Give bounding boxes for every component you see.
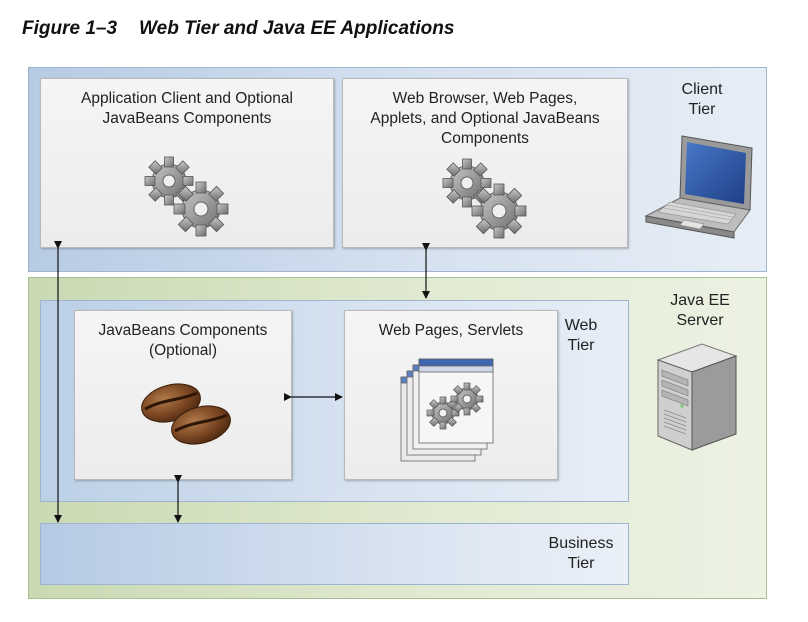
web-pages-gears-icon bbox=[400, 358, 494, 462]
gears-icon bbox=[144, 156, 229, 237]
web-pages-servlets-box: Web Pages, Servlets bbox=[344, 310, 558, 480]
server-tower-icon bbox=[656, 343, 738, 451]
coffee-beans-icon bbox=[141, 383, 231, 445]
web-browser-label: Web Browser, Web Pages, Applets, and Opt… bbox=[370, 90, 600, 147]
javabeans-components-box: JavaBeans Components (Optional) bbox=[74, 310, 292, 480]
business-tier-band bbox=[40, 523, 629, 585]
web-tier-label: Web Tier bbox=[564, 317, 598, 354]
application-client-label: Application Client and Optional JavaBean… bbox=[81, 90, 293, 127]
laptop-icon bbox=[644, 135, 753, 239]
application-client-box: Application Client and Optional JavaBean… bbox=[40, 78, 334, 248]
figure-caption: Figure 1–3 Web Tier and Java EE Applicati… bbox=[22, 18, 454, 40]
client-tier-label: Client Tier bbox=[681, 81, 723, 118]
web-pages-servlets-label: Web Pages, Servlets bbox=[378, 322, 524, 339]
figure-number: Figure 1–3 bbox=[22, 18, 118, 39]
java-ee-server-label: Java EE Server bbox=[670, 292, 730, 329]
business-tier-label: Business Tier bbox=[548, 535, 614, 572]
javabeans-components-label: JavaBeans Components (Optional) bbox=[98, 322, 268, 359]
figure-title: Web Tier and Java EE Applications bbox=[139, 18, 455, 39]
gears-icon bbox=[442, 158, 527, 239]
web-browser-box: Web Browser, Web Pages, Applets, and Opt… bbox=[342, 78, 628, 248]
